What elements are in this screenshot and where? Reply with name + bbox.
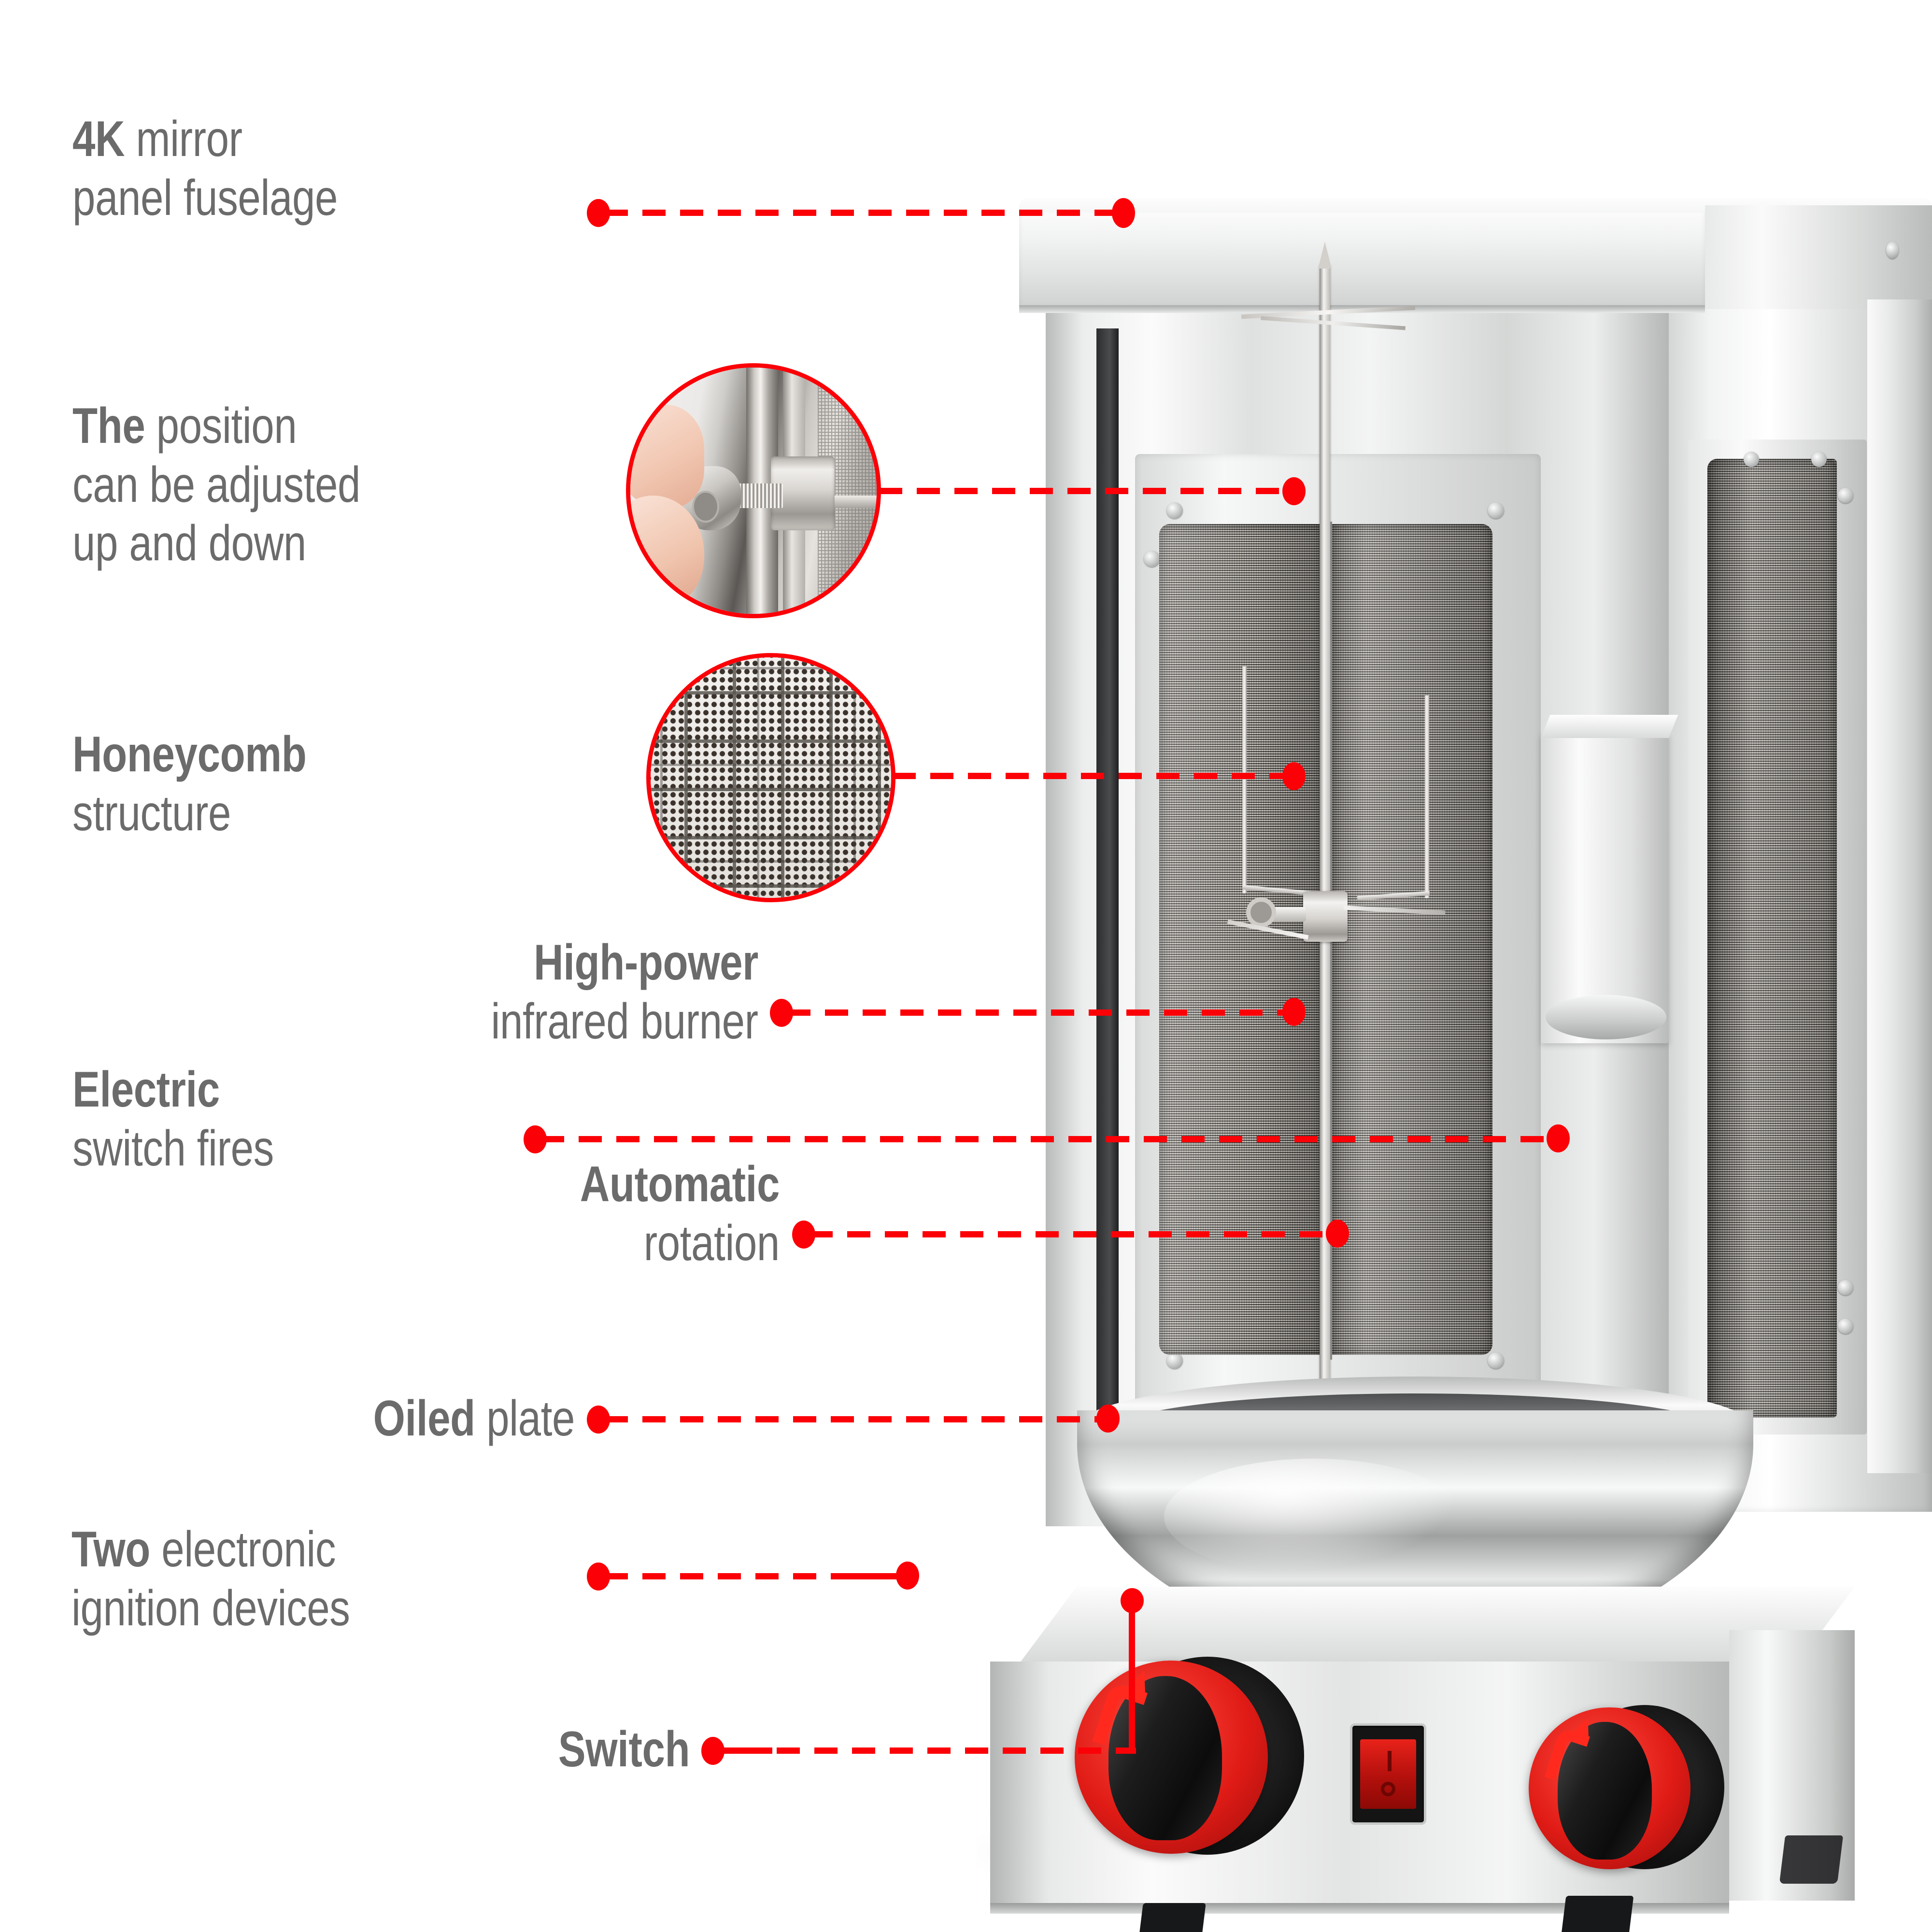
leader-dot-honeycomb-end bbox=[1282, 762, 1306, 790]
callout-infrared-burner: High-power infrared burner bbox=[432, 934, 759, 1051]
callout-switch: Switch bbox=[529, 1720, 690, 1779]
hood-screw-icon bbox=[1886, 242, 1899, 259]
burner-screw-icon bbox=[1811, 452, 1827, 467]
infrared-burner-panel-side bbox=[1707, 459, 1837, 1418]
inner-shadow-gap bbox=[1096, 328, 1119, 1502]
callout-oiled-bold: Oiled bbox=[373, 1391, 476, 1447]
leader-line-ignition-solid bbox=[850, 1573, 908, 1579]
rocker-o-marking-icon bbox=[1381, 1782, 1396, 1796]
leader-dot-mirror-end bbox=[1112, 198, 1135, 228]
leader-dot-electric-end bbox=[1547, 1124, 1570, 1152]
skewer-prong-upper-left bbox=[1242, 667, 1247, 894]
callout-switch-bold: Switch bbox=[558, 1721, 690, 1777]
leader-line-position bbox=[879, 488, 1294, 494]
detail-circle-thumbscrew bbox=[626, 363, 881, 618]
skewer-clamp-wing bbox=[1246, 897, 1276, 927]
callout-position-bold: The bbox=[72, 398, 145, 454]
callout-rotation-bold: Automatic bbox=[580, 1156, 780, 1212]
leader-line-electric bbox=[541, 1136, 1558, 1142]
leader-line-rotation bbox=[810, 1231, 1347, 1237]
callout-burner-bold: High-power bbox=[534, 935, 758, 991]
product-photo bbox=[976, 184, 1932, 1932]
callout-ignition-line2: ignition devices bbox=[71, 1580, 350, 1636]
burner-screw-icon bbox=[1488, 1352, 1504, 1369]
rocker-i-marking-icon bbox=[1387, 1751, 1392, 1771]
burner-screw-icon bbox=[1166, 1352, 1183, 1369]
leader-line-honeycomb bbox=[893, 773, 1294, 779]
callout-electric-line2: switch fires bbox=[72, 1120, 274, 1177]
leader-line-switch-solid bbox=[719, 1747, 772, 1754]
rubber-foot bbox=[1559, 1896, 1634, 1932]
leader-dot-position-end bbox=[1282, 477, 1306, 505]
burner-screw-icon bbox=[1166, 502, 1183, 519]
leader-dot-oiled-end bbox=[1096, 1405, 1120, 1433]
callout-position-line3: up and down bbox=[72, 515, 306, 572]
callout-burner-line2: infrared burner bbox=[491, 993, 759, 1050]
burner-screw-icon bbox=[1838, 1319, 1853, 1334]
callout-position-adjust: The position can be adjusted up and down bbox=[72, 397, 424, 573]
burner-screw-icon bbox=[1488, 502, 1504, 519]
leader-line-switch bbox=[777, 1747, 1136, 1754]
callout-oiled-plate: Oiled plate bbox=[329, 1390, 575, 1449]
top-hood-side bbox=[1705, 205, 1932, 309]
callout-oiled-rest: plate bbox=[486, 1391, 575, 1447]
callout-mirror-rest: mirror bbox=[136, 111, 242, 167]
callout-position-line2: can be adjusted bbox=[72, 456, 361, 513]
gas-knob-left-grip[interactable] bbox=[1108, 1676, 1222, 1840]
callout-mirror-panel: 4K mirror panel fuselage bbox=[72, 110, 396, 227]
body-right-wall bbox=[1867, 299, 1932, 1473]
power-rocker-switch[interactable] bbox=[1352, 1726, 1424, 1822]
callout-ignition-devices: Two electronic ignition devices bbox=[71, 1520, 411, 1638]
leader-line-oiled bbox=[605, 1416, 1107, 1422]
skewer-rod bbox=[1320, 265, 1330, 1438]
leader-dot-burner-end bbox=[1282, 998, 1306, 1026]
rubber-foot bbox=[1779, 1835, 1844, 1884]
callout-electric-bold: Electric bbox=[72, 1062, 220, 1118]
callout-honeycomb-line2: structure bbox=[72, 785, 231, 841]
skewer-clamp-collar bbox=[1303, 891, 1348, 942]
callout-electric-switch: Electric switch fires bbox=[72, 1061, 318, 1178]
burner-screw-icon bbox=[1838, 1280, 1853, 1295]
gas-valve-disc bbox=[1546, 995, 1666, 1039]
gas-valve-housing-top bbox=[1541, 715, 1678, 738]
leader-dot-switch-end bbox=[1121, 1588, 1144, 1613]
oil-bowl-specular bbox=[1164, 1459, 1463, 1575]
callout-mirror-line2: panel fuselage bbox=[72, 170, 338, 226]
leader-line-ignition bbox=[605, 1573, 892, 1579]
gas-valve-housing bbox=[1541, 734, 1669, 1043]
callout-automatic-rotation: Automatic rotation bbox=[536, 1155, 780, 1273]
infrared-burner-panel-left bbox=[1159, 524, 1323, 1355]
callout-rotation-line2: rotation bbox=[643, 1215, 780, 1271]
skewer-prong-upper-right bbox=[1425, 696, 1429, 898]
leader-dot-rotation-end bbox=[1326, 1220, 1349, 1248]
callout-honeycomb: Honeycomb structure bbox=[72, 725, 358, 843]
gas-knob-right-grip[interactable] bbox=[1558, 1722, 1652, 1860]
callout-ignition-rest: electronic bbox=[161, 1521, 336, 1577]
leader-line-switch-riser bbox=[1129, 1598, 1135, 1753]
top-hood-face bbox=[1019, 213, 1705, 309]
infrared-burner-panel-right bbox=[1331, 524, 1492, 1355]
burner-screw-icon bbox=[1838, 488, 1853, 503]
leader-line-burner bbox=[787, 1009, 1303, 1016]
callout-honeycomb-bold: Honeycomb bbox=[72, 726, 307, 782]
detail-circle-honeycomb bbox=[646, 653, 895, 902]
leader-dot-ignition-end bbox=[896, 1562, 919, 1590]
power-rocker-face[interactable] bbox=[1360, 1739, 1416, 1809]
mesh-highlight-side bbox=[1707, 459, 1837, 1418]
callout-ignition-bold: Two bbox=[71, 1521, 150, 1577]
burner-screw-icon bbox=[1744, 452, 1759, 467]
skewer-tip bbox=[1318, 242, 1332, 269]
rubber-foot bbox=[1136, 1903, 1206, 1932]
callout-mirror-bold: 4K bbox=[72, 111, 125, 167]
callout-position-rest: position bbox=[156, 398, 297, 454]
burner-screw-icon bbox=[1144, 551, 1160, 567]
leader-line-mirror bbox=[605, 210, 1124, 216]
